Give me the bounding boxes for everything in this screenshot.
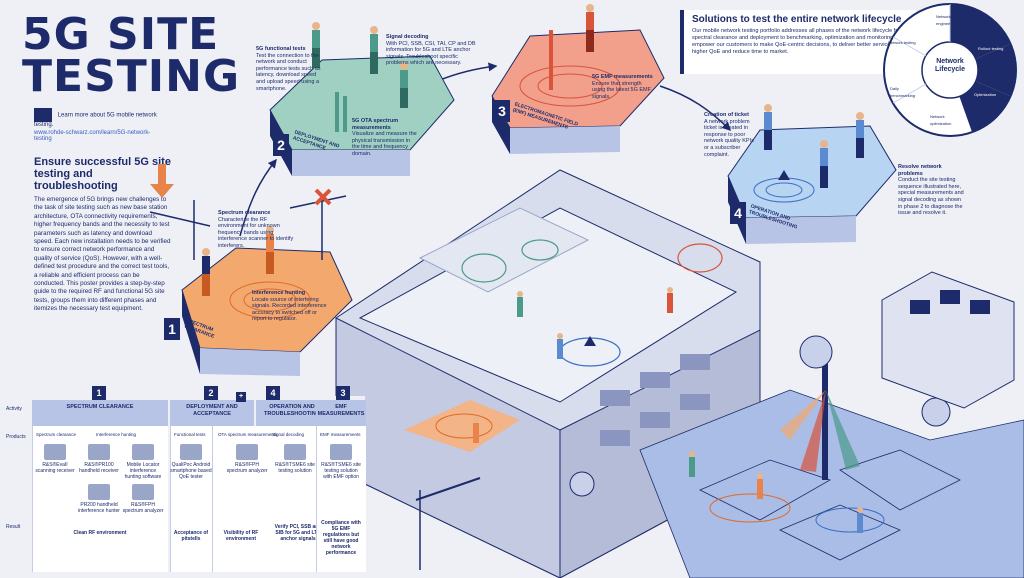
product-fph-1: R&S®FPH spectrum analyzer [122, 484, 164, 514]
col-1-header: SPECTRUM CLEARANCE [32, 400, 168, 426]
row-label-activity: Activity [6, 406, 22, 412]
segment-5: Network testing [888, 40, 916, 45]
phase-4-b: Resolve network problems Conduct the sit… [898, 164, 964, 217]
phase-2-c-text: With PCI, SSB, CSI, TAI, CP and DB infor… [386, 40, 476, 67]
phase-1-tag: 1 [164, 318, 180, 340]
phase-4-tag: 4 [730, 202, 746, 224]
title-line-2: TESTING [22, 51, 241, 102]
col-3-sub-1: EMF measurements [320, 432, 361, 437]
lifecycle-heading: Solutions to test the entire network lif… [692, 14, 902, 25]
phase-2-c: Signal decoding With PCI, SSB, CSI, TAI,… [386, 34, 478, 67]
segment-2: Daily benchmarking [890, 86, 916, 98]
product-fph-2: R&S®FPH spectrum analyzer [226, 444, 268, 474]
phase-1-a-title: Spectrum clearance [218, 210, 271, 216]
phase-3-a: 5G EMF measurements Ensure that strength… [592, 74, 654, 100]
col-2-header: DEPLOYMENT AND ACCEPTANCE [170, 400, 254, 426]
lifecycle-center: Network Lifecycle [935, 58, 965, 73]
col-4-num: 4 [266, 386, 280, 400]
col-1-sub-1: Spectrum clearance [36, 432, 77, 437]
col-1-result: Clean RF environment [73, 530, 127, 536]
phase-1-b-text: Locate source of interfering signals. Re… [252, 296, 327, 323]
lifecycle-wheel [883, 3, 1017, 137]
phase-1-b: Interference hunting Locate source of in… [252, 290, 330, 323]
row-label-result: Result [6, 524, 21, 530]
segment-1: Rollout testing [978, 46, 1004, 51]
product-qualipoc: QualiPoc Android smartphone based QoE te… [170, 444, 212, 480]
phase-3-a-text: Ensure that strength using the latest 5G… [592, 80, 651, 100]
col-4-result-b: Verify PCI, SSB and SIB for 5G and LTE a… [274, 524, 322, 542]
product-tsme6: R&S®TSME6 site testing solution [274, 444, 316, 474]
col-4-sub-1: OTA spectrum measurements [218, 432, 278, 437]
col-4-sub-2: Signal decoding [272, 432, 305, 437]
phase-3-tag: 3 [494, 100, 510, 122]
col-2-num: 2 [204, 386, 218, 400]
learn-more-url[interactable]: www.rohde-schwarz.com/learn/5G-network-t… [34, 130, 151, 142]
col-3-result: Compliance with 5G EMF regulations but s… [321, 520, 361, 556]
phase-2-a: 5G functional tests Test the connection … [256, 46, 326, 92]
col-1-num: 1 [92, 386, 106, 400]
product-evaII: R&S®EvaII scanning receiver [34, 444, 76, 474]
col-4-result-a: Visibility of RF environment [223, 530, 259, 542]
phase-4-b-text: Conduct the site testing sequence illust… [898, 177, 964, 217]
lifecycle-body: Our mobile network testing portfolio add… [692, 28, 905, 55]
col-3-header: EMF MEASUREMENTS [316, 400, 366, 426]
col-4-body [212, 426, 328, 572]
phase-3-a-title: 5G EMF measurements [592, 74, 653, 80]
product-tsme6-emf: R&S®TSME6 site testing solution with EMF… [320, 444, 362, 480]
learn-more-text: Learn more about 5G mobile network testi… [34, 112, 157, 128]
segment-0: Network engineering [936, 14, 957, 26]
row-label-products: Products [6, 434, 26, 440]
phase-2-b-title: 5G OTA spectrum measurements [352, 118, 399, 131]
col-2-sub-1: Functional tests [174, 432, 206, 437]
intro-body: The emergence of 5G brings new challenge… [34, 196, 171, 313]
phase-4-a-text: A network problem ticket is created in r… [704, 118, 754, 158]
phase-2-b: 5G OTA spectrum measurements Visualize a… [352, 118, 418, 158]
segment-4: Network optimization [930, 114, 952, 126]
phase-2-b-text: Visualize and measure the physical trans… [352, 131, 417, 157]
phase-4-a-title: Creation of ticket [704, 112, 749, 118]
qr-icon [34, 108, 52, 122]
product-pr100: R&S®PR100 handheld receiver [78, 444, 120, 474]
learn-more: Learn more about 5G mobile network testi… [34, 108, 164, 142]
col-1-sub-2: Interference hunting [96, 432, 137, 437]
product-mobile-locator: Mobile Locator interference hunting soft… [122, 444, 164, 480]
segment-3: Optimization [974, 92, 997, 97]
phase-2-a-text: Test the connection to the network and c… [256, 52, 321, 92]
col-2-result: Acceptance of pitstells [173, 530, 209, 542]
page-title: 5G SITE TESTING [22, 9, 241, 102]
product-pr200: PR200 handheld interference hunter [78, 484, 120, 514]
phase-2-tag: 2 [273, 134, 289, 156]
phase-2-c-title: Signal decoding [386, 34, 429, 40]
phase-2-a-title: 5G functional tests [256, 46, 306, 52]
col-3-num: 3 [336, 386, 350, 400]
phase-1-a: Spectrum clearance Characterize the RF e… [218, 210, 298, 250]
link-marker: + [236, 392, 246, 402]
title-line-1: 5G SITE [22, 9, 220, 60]
phase-1-a-text: Characterize the RF environment for unkn… [218, 216, 294, 249]
phase-4-b-title: Resolve network problems [898, 164, 942, 177]
phase-1-b-title: Interference hunting [252, 290, 306, 296]
lifecycle-box: Solutions to test the entire network lif… [680, 10, 916, 74]
intro-heading: Ensure successful 5G site testing and tr… [34, 156, 171, 192]
phase-4-a: Creation of ticket A network problem tic… [704, 112, 760, 158]
